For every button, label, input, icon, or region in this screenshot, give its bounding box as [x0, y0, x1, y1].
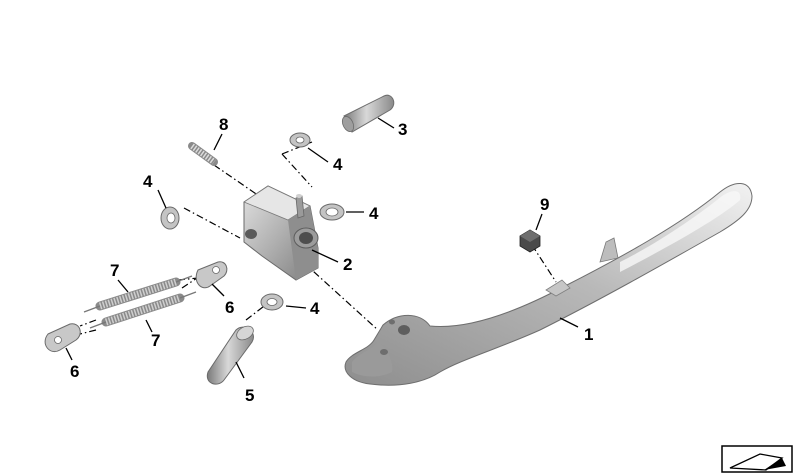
washer-part-left	[160, 206, 180, 230]
callout-3: 3	[398, 120, 407, 139]
side-stand-part	[344, 183, 753, 386]
spring-plate-part-upper	[195, 261, 228, 289]
corner-reference-icon	[721, 445, 793, 473]
callout-4-left: 4	[143, 172, 153, 191]
callout-2: 2	[343, 255, 352, 274]
washer-part-upper	[289, 132, 311, 148]
callouts: 1 2 3 4 4 4 4 5 6 6 7 7 8 9	[70, 115, 593, 405]
mounting-bracket-part	[243, 185, 319, 281]
compression-spring-part	[188, 142, 218, 166]
tension-spring-part-lower	[89, 291, 197, 329]
callout-5: 5	[245, 386, 254, 405]
washer-part-right	[319, 203, 345, 221]
nut-part	[519, 229, 541, 253]
callout-4-lower: 4	[310, 299, 320, 318]
callout-6-upper: 6	[225, 298, 234, 317]
bolt-part	[341, 94, 395, 133]
callout-6-lower: 6	[70, 362, 79, 381]
callout-1: 1	[584, 325, 593, 344]
tension-spring-part-upper	[83, 275, 193, 313]
callout-7-upper: 7	[110, 261, 119, 280]
spring-plate-part-lower	[44, 323, 81, 352]
callout-4-right: 4	[369, 204, 379, 223]
leader-lines	[65, 117, 579, 379]
callout-4-upper: 4	[333, 155, 343, 174]
callout-7-lower: 7	[151, 331, 160, 350]
callout-9: 9	[540, 195, 549, 214]
callout-8: 8	[219, 115, 228, 134]
washer-part-lower	[260, 293, 284, 311]
pin-part	[206, 325, 254, 385]
